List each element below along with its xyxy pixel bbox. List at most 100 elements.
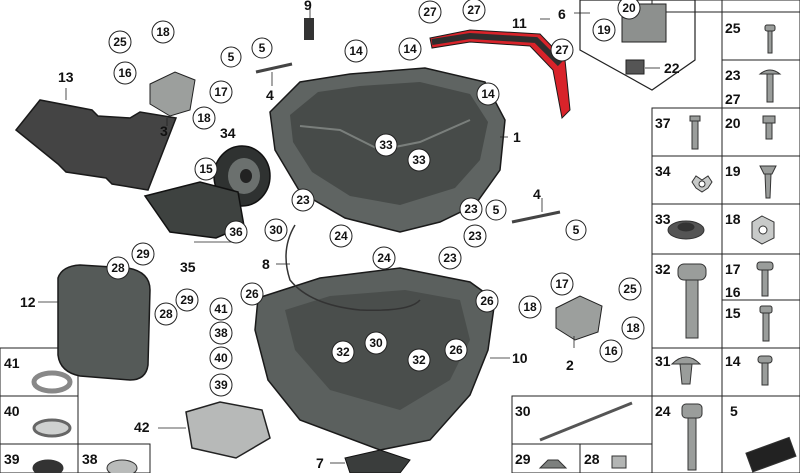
callout-14c: 14 xyxy=(476,82,500,106)
bottom-29: 29 xyxy=(515,451,531,467)
svg-text:18: 18 xyxy=(626,321,640,335)
bottom-table-labels: 30 29 28 xyxy=(515,403,600,467)
right-37: 37 xyxy=(655,115,671,131)
leader-lines xyxy=(38,8,660,464)
right-25: 25 xyxy=(725,20,741,36)
label-7: 7 xyxy=(316,455,324,471)
circled-callouts: 5 5 5 5 14 14 14 15 16 16 17 17 18 18 18… xyxy=(106,0,645,397)
callout-32a: 32 xyxy=(331,340,355,364)
callout-28b: 28 xyxy=(154,302,178,326)
label-12: 12 xyxy=(20,294,36,310)
label-6: 6 xyxy=(558,6,566,22)
label-42: 42 xyxy=(134,419,150,435)
svg-text:38: 38 xyxy=(214,326,228,340)
svg-text:5: 5 xyxy=(493,203,500,217)
label-9: 9 xyxy=(304,0,312,13)
callout-27c: 27 xyxy=(550,38,574,62)
label-11: 11 xyxy=(512,15,527,31)
svg-text:23: 23 xyxy=(296,193,310,207)
svg-text:40: 40 xyxy=(214,351,228,365)
callout-5c: 5 xyxy=(485,199,507,221)
svg-text:15: 15 xyxy=(199,162,213,176)
part-labels: 1 2 3 4 4 6 7 8 9 10 11 12 13 22 35 42 xyxy=(20,0,680,471)
label-22: 22 xyxy=(664,60,680,76)
callout-30a: 30 xyxy=(264,218,288,242)
callout-24b: 24 xyxy=(372,246,396,270)
svg-text:30: 30 xyxy=(269,223,283,237)
left-38: 38 xyxy=(82,451,98,467)
svg-text:28: 28 xyxy=(111,261,125,275)
label-4b: 4 xyxy=(533,186,541,202)
right-17: 17 xyxy=(725,261,741,277)
callout-33a: 33 xyxy=(374,133,398,157)
callout-16a: 16 xyxy=(113,61,137,85)
svg-text:23: 23 xyxy=(464,202,478,216)
bottom-28: 28 xyxy=(584,451,600,467)
lock-part xyxy=(344,449,411,473)
svg-text:5: 5 xyxy=(573,223,580,237)
callout-5b: 5 xyxy=(251,37,273,59)
svg-text:24: 24 xyxy=(377,251,391,265)
right-18: 18 xyxy=(725,211,741,227)
svg-text:26: 26 xyxy=(449,343,463,357)
back-rest-pad xyxy=(57,264,151,381)
callout-17b: 17 xyxy=(550,272,574,296)
callout-27b: 27 xyxy=(462,0,486,22)
svg-text:26: 26 xyxy=(480,294,494,308)
callout-30b: 30 xyxy=(364,331,388,355)
callout-29b: 29 xyxy=(175,288,199,312)
red-trim-strip xyxy=(429,29,571,120)
bottom-30: 30 xyxy=(515,403,531,419)
svg-text:14: 14 xyxy=(349,44,363,58)
hardware-icons xyxy=(31,24,797,473)
svg-text:32: 32 xyxy=(412,353,426,367)
svg-text:27: 27 xyxy=(467,3,481,17)
right-table-labels: 25 23 27 37 20 34 19 33 18 32 17 16 15 3… xyxy=(655,20,741,419)
label-35: 35 xyxy=(180,259,196,275)
svg-text:29: 29 xyxy=(136,247,150,261)
right-24: 24 xyxy=(655,403,671,419)
callout-39: 39 xyxy=(209,373,233,397)
right-33: 33 xyxy=(655,211,671,227)
label-4a: 4 xyxy=(266,87,274,103)
callout-41: 41 xyxy=(209,297,233,321)
right-19: 19 xyxy=(725,163,741,179)
svg-text:18: 18 xyxy=(156,25,170,39)
callout-23c: 23 xyxy=(463,224,487,248)
right-32: 32 xyxy=(655,261,671,277)
callout-18b: 18 xyxy=(192,106,216,130)
callout-26a: 26 xyxy=(240,282,264,306)
right-14: 14 xyxy=(725,353,741,369)
right-31: 31 xyxy=(655,353,671,369)
svg-text:18: 18 xyxy=(523,300,537,314)
latch-part xyxy=(304,18,314,40)
left-table-labels: 41 40 39 38 xyxy=(4,355,98,467)
svg-text:30: 30 xyxy=(369,336,383,350)
svg-text:27: 27 xyxy=(423,5,437,19)
right-16: 16 xyxy=(725,284,741,300)
svg-text:25: 25 xyxy=(113,35,127,49)
callout-25a: 25 xyxy=(108,30,132,54)
callout-28a: 28 xyxy=(106,256,130,280)
label-1: 1 xyxy=(513,129,521,145)
svg-text:16: 16 xyxy=(604,344,618,358)
parts-table-left xyxy=(0,347,151,473)
gas-spring-right xyxy=(511,210,561,224)
svg-text:14: 14 xyxy=(403,42,417,56)
callout-15: 15 xyxy=(194,157,218,181)
label-34: 34 xyxy=(220,125,236,141)
svg-text:17: 17 xyxy=(214,85,228,99)
callout-27a: 27 xyxy=(418,0,442,24)
bowden-cable xyxy=(285,224,421,312)
callout-33b: 33 xyxy=(407,148,431,172)
svg-text:18: 18 xyxy=(197,111,211,125)
svg-text:41: 41 xyxy=(214,302,228,316)
speaker xyxy=(213,145,271,207)
svg-text:26: 26 xyxy=(245,287,259,301)
callout-29a: 29 xyxy=(131,242,155,266)
svg-text:19: 19 xyxy=(597,23,611,37)
svg-text:24: 24 xyxy=(334,229,348,243)
callout-26c: 26 xyxy=(444,338,468,362)
svg-text:32: 32 xyxy=(336,345,350,359)
